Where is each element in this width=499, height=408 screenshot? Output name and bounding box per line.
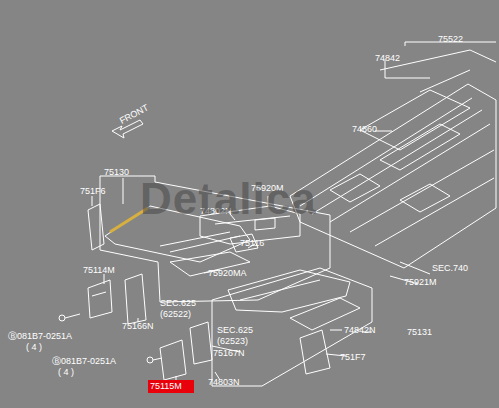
- part-number: 75167N: [213, 348, 245, 358]
- part-number: 75522: [438, 34, 463, 44]
- part-number: 75130: [104, 167, 129, 177]
- section-reference: SEC.625: [160, 298, 196, 308]
- bolt-number: Ⓑ081B7-0251A: [8, 331, 72, 341]
- part-number: 75114M: [83, 265, 115, 275]
- part-number: 75131: [407, 327, 432, 337]
- part-number: 751F6: [80, 186, 106, 196]
- part-number: 74842: [375, 53, 400, 63]
- bolt-number: Ⓑ081B7-0251A: [52, 356, 116, 366]
- front-indicator: FRONT: [118, 102, 150, 125]
- quantity: ( 4 ): [26, 342, 42, 352]
- part-number: 75920MA: [208, 268, 247, 278]
- part-number: 74803N: [208, 377, 240, 387]
- part-number: 75116: [240, 238, 264, 248]
- part-number: 74842N: [344, 325, 376, 335]
- section-number: (62522): [160, 309, 191, 319]
- section-reference: SEC.625: [217, 325, 253, 335]
- part-number: 751F7: [340, 352, 366, 362]
- part-number: 74860: [352, 124, 377, 134]
- highlighted-part-number: 75115M: [148, 380, 194, 393]
- part-number: 75166N: [122, 321, 154, 331]
- part-number: 75921M: [404, 277, 437, 287]
- section-number: (62523): [217, 336, 248, 346]
- watermark: Detalica: [140, 176, 317, 222]
- quantity: ( 4 ): [58, 367, 74, 377]
- section-reference: SEC.740: [432, 263, 468, 273]
